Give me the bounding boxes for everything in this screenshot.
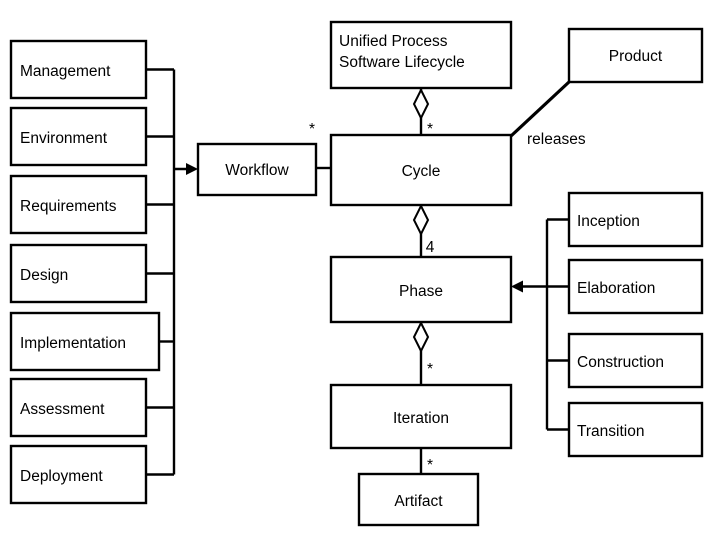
box-construction-label: Construction — [577, 354, 664, 371]
multiplicity-cycle-workflow: * — [309, 121, 315, 138]
cycle-product-releases-association — [509, 80, 571, 138]
box-assessment[interactable]: Assessment — [9, 377, 148, 438]
box-artifact-label: Artifact — [394, 493, 443, 510]
up-cycle-aggregation — [412, 87, 430, 135]
aggregation-diamond-up-cycle — [412, 87, 430, 121]
box-design[interactable]: Design — [9, 243, 148, 304]
box-unified-process[interactable]: Unified Process Software Lifecycle — [329, 20, 513, 90]
box-workflow-label: Workflow — [225, 162, 289, 179]
box-requirements-label: Requirements — [20, 198, 117, 215]
aggregation-diamond-cycle-phase — [412, 203, 430, 237]
box-environment-label: Environment — [20, 130, 108, 147]
box-product-label: Product — [609, 48, 663, 65]
box-artifact[interactable]: Artifact — [357, 472, 480, 527]
box-cycle-label: Cycle — [402, 163, 441, 180]
box-inception[interactable]: Inception — [567, 191, 704, 248]
connector-cycle-product — [509, 80, 571, 138]
box-design-label: Design — [20, 267, 68, 284]
box-iteration-label: Iteration — [393, 410, 449, 427]
box-requirements[interactable]: Requirements — [9, 174, 148, 235]
box-transition[interactable]: Transition — [567, 401, 704, 458]
box-phase[interactable]: Phase — [329, 255, 513, 324]
box-management[interactable]: Management — [9, 39, 148, 100]
box-implementation-label: Implementation — [20, 335, 126, 352]
box-phase-label: Phase — [399, 283, 443, 300]
multiplicity-up-cycle: * — [427, 121, 433, 138]
cycle-phase-aggregation — [412, 203, 430, 257]
phase-iteration-aggregation — [412, 320, 430, 385]
edge-label-releases: releases — [527, 131, 586, 148]
phase-specialization-connectors — [511, 218, 569, 431]
box-transition-label: Transition — [577, 423, 644, 440]
box-deployment[interactable]: Deployment — [9, 444, 148, 505]
arrowhead-phase — [511, 280, 523, 293]
box-iteration[interactable]: Iteration — [329, 383, 513, 450]
box-assessment-label: Assessment — [20, 401, 105, 418]
aggregation-diamond-phase-iteration — [412, 320, 430, 354]
multiplicity-iteration-artifact: * — [427, 457, 433, 474]
box-implementation[interactable]: Implementation — [9, 311, 161, 372]
box-unified-process-label-line1: Unified Process — [339, 33, 448, 50]
box-workflow[interactable]: Workflow — [196, 142, 318, 197]
box-environment[interactable]: Environment — [9, 106, 148, 167]
box-unified-process-label-line2: Software Lifecycle — [339, 54, 465, 71]
workflow-aggregation-connectors — [146, 68, 198, 476]
box-product[interactable]: Product — [567, 27, 704, 84]
box-cycle[interactable]: Cycle — [329, 133, 513, 207]
box-elaboration-label: Elaboration — [577, 280, 655, 297]
box-construction[interactable]: Construction — [567, 332, 704, 389]
box-management-label: Management — [20, 63, 111, 80]
box-deployment-label: Deployment — [20, 468, 103, 485]
box-elaboration[interactable]: Elaboration — [567, 258, 704, 315]
box-inception-label: Inception — [577, 213, 640, 230]
multiplicity-cycle-phase: 4 — [426, 239, 435, 256]
arrowhead-workflow — [186, 163, 198, 175]
multiplicity-phase-iteration: * — [427, 361, 433, 378]
